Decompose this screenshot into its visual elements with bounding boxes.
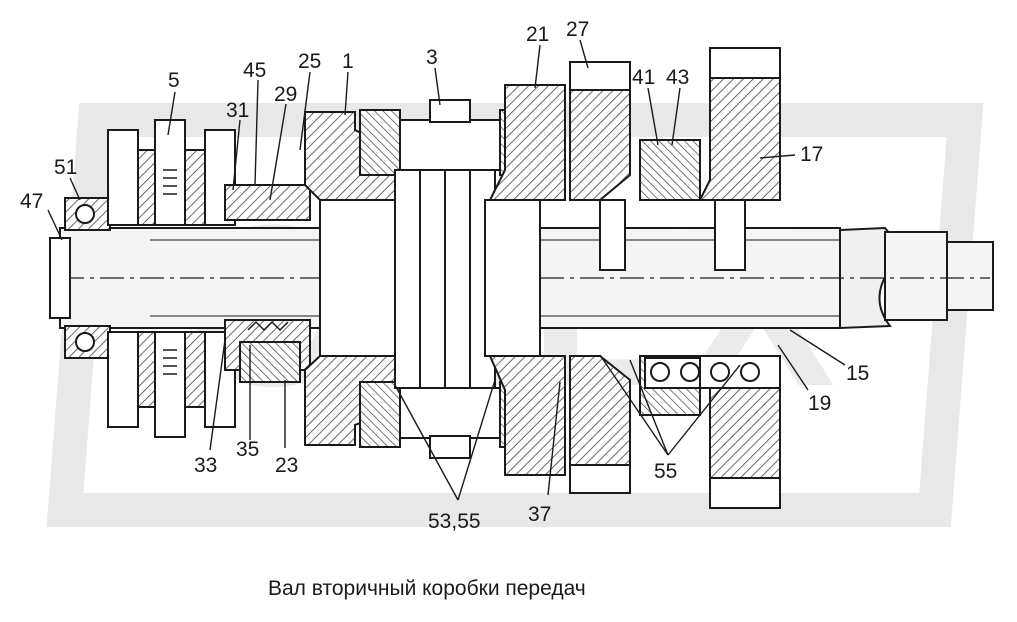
label-51: 51 [54,156,77,179]
label-23: 23 [275,454,298,477]
gear-27 [569,61,631,494]
part-labels: 5 45 29 25 1 3 21 27 41 43 17 31 51 47 1… [20,18,869,533]
label-41: 41 [632,66,655,89]
label-31: 31 [226,99,249,122]
label-21: 21 [526,23,549,46]
hub-assembly [224,184,311,383]
label-37: 37 [528,503,551,526]
label-55: 55 [654,460,677,483]
label-5: 5 [168,69,180,92]
label-29: 29 [274,83,297,106]
gear-21 [484,84,566,476]
label-33: 33 [194,454,217,477]
gear-17 [698,47,781,509]
label-47: 47 [20,190,43,213]
label-35: 35 [236,438,259,461]
label-15: 15 [846,362,869,385]
label-27: 27 [566,18,589,41]
label-25: 25 [298,50,321,73]
label-3: 3 [426,46,438,69]
label-17: 17 [800,143,823,166]
diagram-caption: Вал вторичный коробки передач [268,577,586,600]
label-45: 45 [243,59,266,82]
leader-lines [47,39,846,501]
label-53-55: 53,55 [428,510,481,533]
label-43: 43 [666,66,689,89]
label-1: 1 [342,50,354,73]
left-bearing [49,197,111,359]
label-19: 19 [808,392,831,415]
